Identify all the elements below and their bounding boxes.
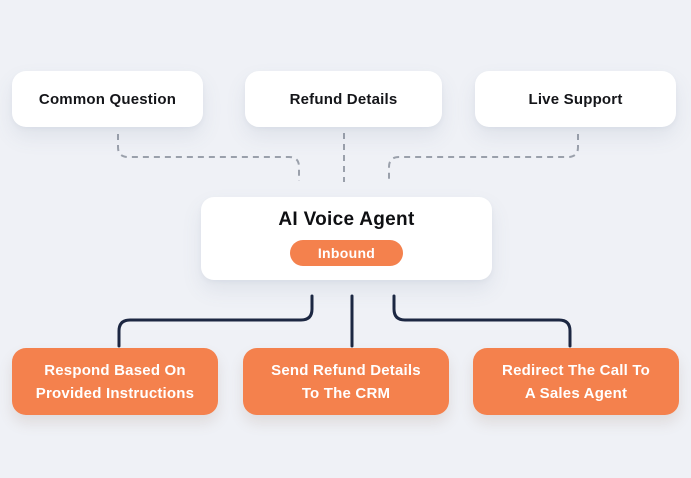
agent-node: AI Voice Agent Inbound [201, 197, 492, 280]
agent-node-title: AI Voice Agent [278, 209, 415, 230]
action-node-label-line1: Redirect The Call To [502, 361, 650, 379]
connector-solid-right [392, 294, 572, 348]
connector-dashed-right [388, 134, 579, 181]
action-node-label-line1: Send Refund Details [271, 361, 421, 379]
connector-solid-left [117, 294, 314, 348]
action-node-label-line1: Respond Based On [44, 361, 186, 379]
source-node-label: Refund Details [289, 90, 398, 108]
action-node-redirect-call: Redirect The Call To A Sales Agent [473, 348, 679, 415]
inbound-badge: Inbound [290, 240, 403, 266]
source-node-label: Live Support [528, 90, 623, 108]
connector-dashed-left [117, 134, 300, 181]
source-node-live-support: Live Support [475, 71, 676, 127]
source-node-refund-details: Refund Details [245, 71, 442, 127]
source-node-common-question: Common Question [12, 71, 203, 127]
source-node-label: Common Question [38, 90, 177, 108]
action-node-label-line2: Provided Instructions [35, 384, 195, 402]
action-node-respond: Respond Based On Provided Instructions [12, 348, 218, 415]
action-node-label-line2: To The CRM [301, 384, 391, 402]
action-node-label-line2: A Sales Agent [524, 384, 628, 402]
action-node-send-refund: Send Refund Details To The CRM [243, 348, 449, 415]
